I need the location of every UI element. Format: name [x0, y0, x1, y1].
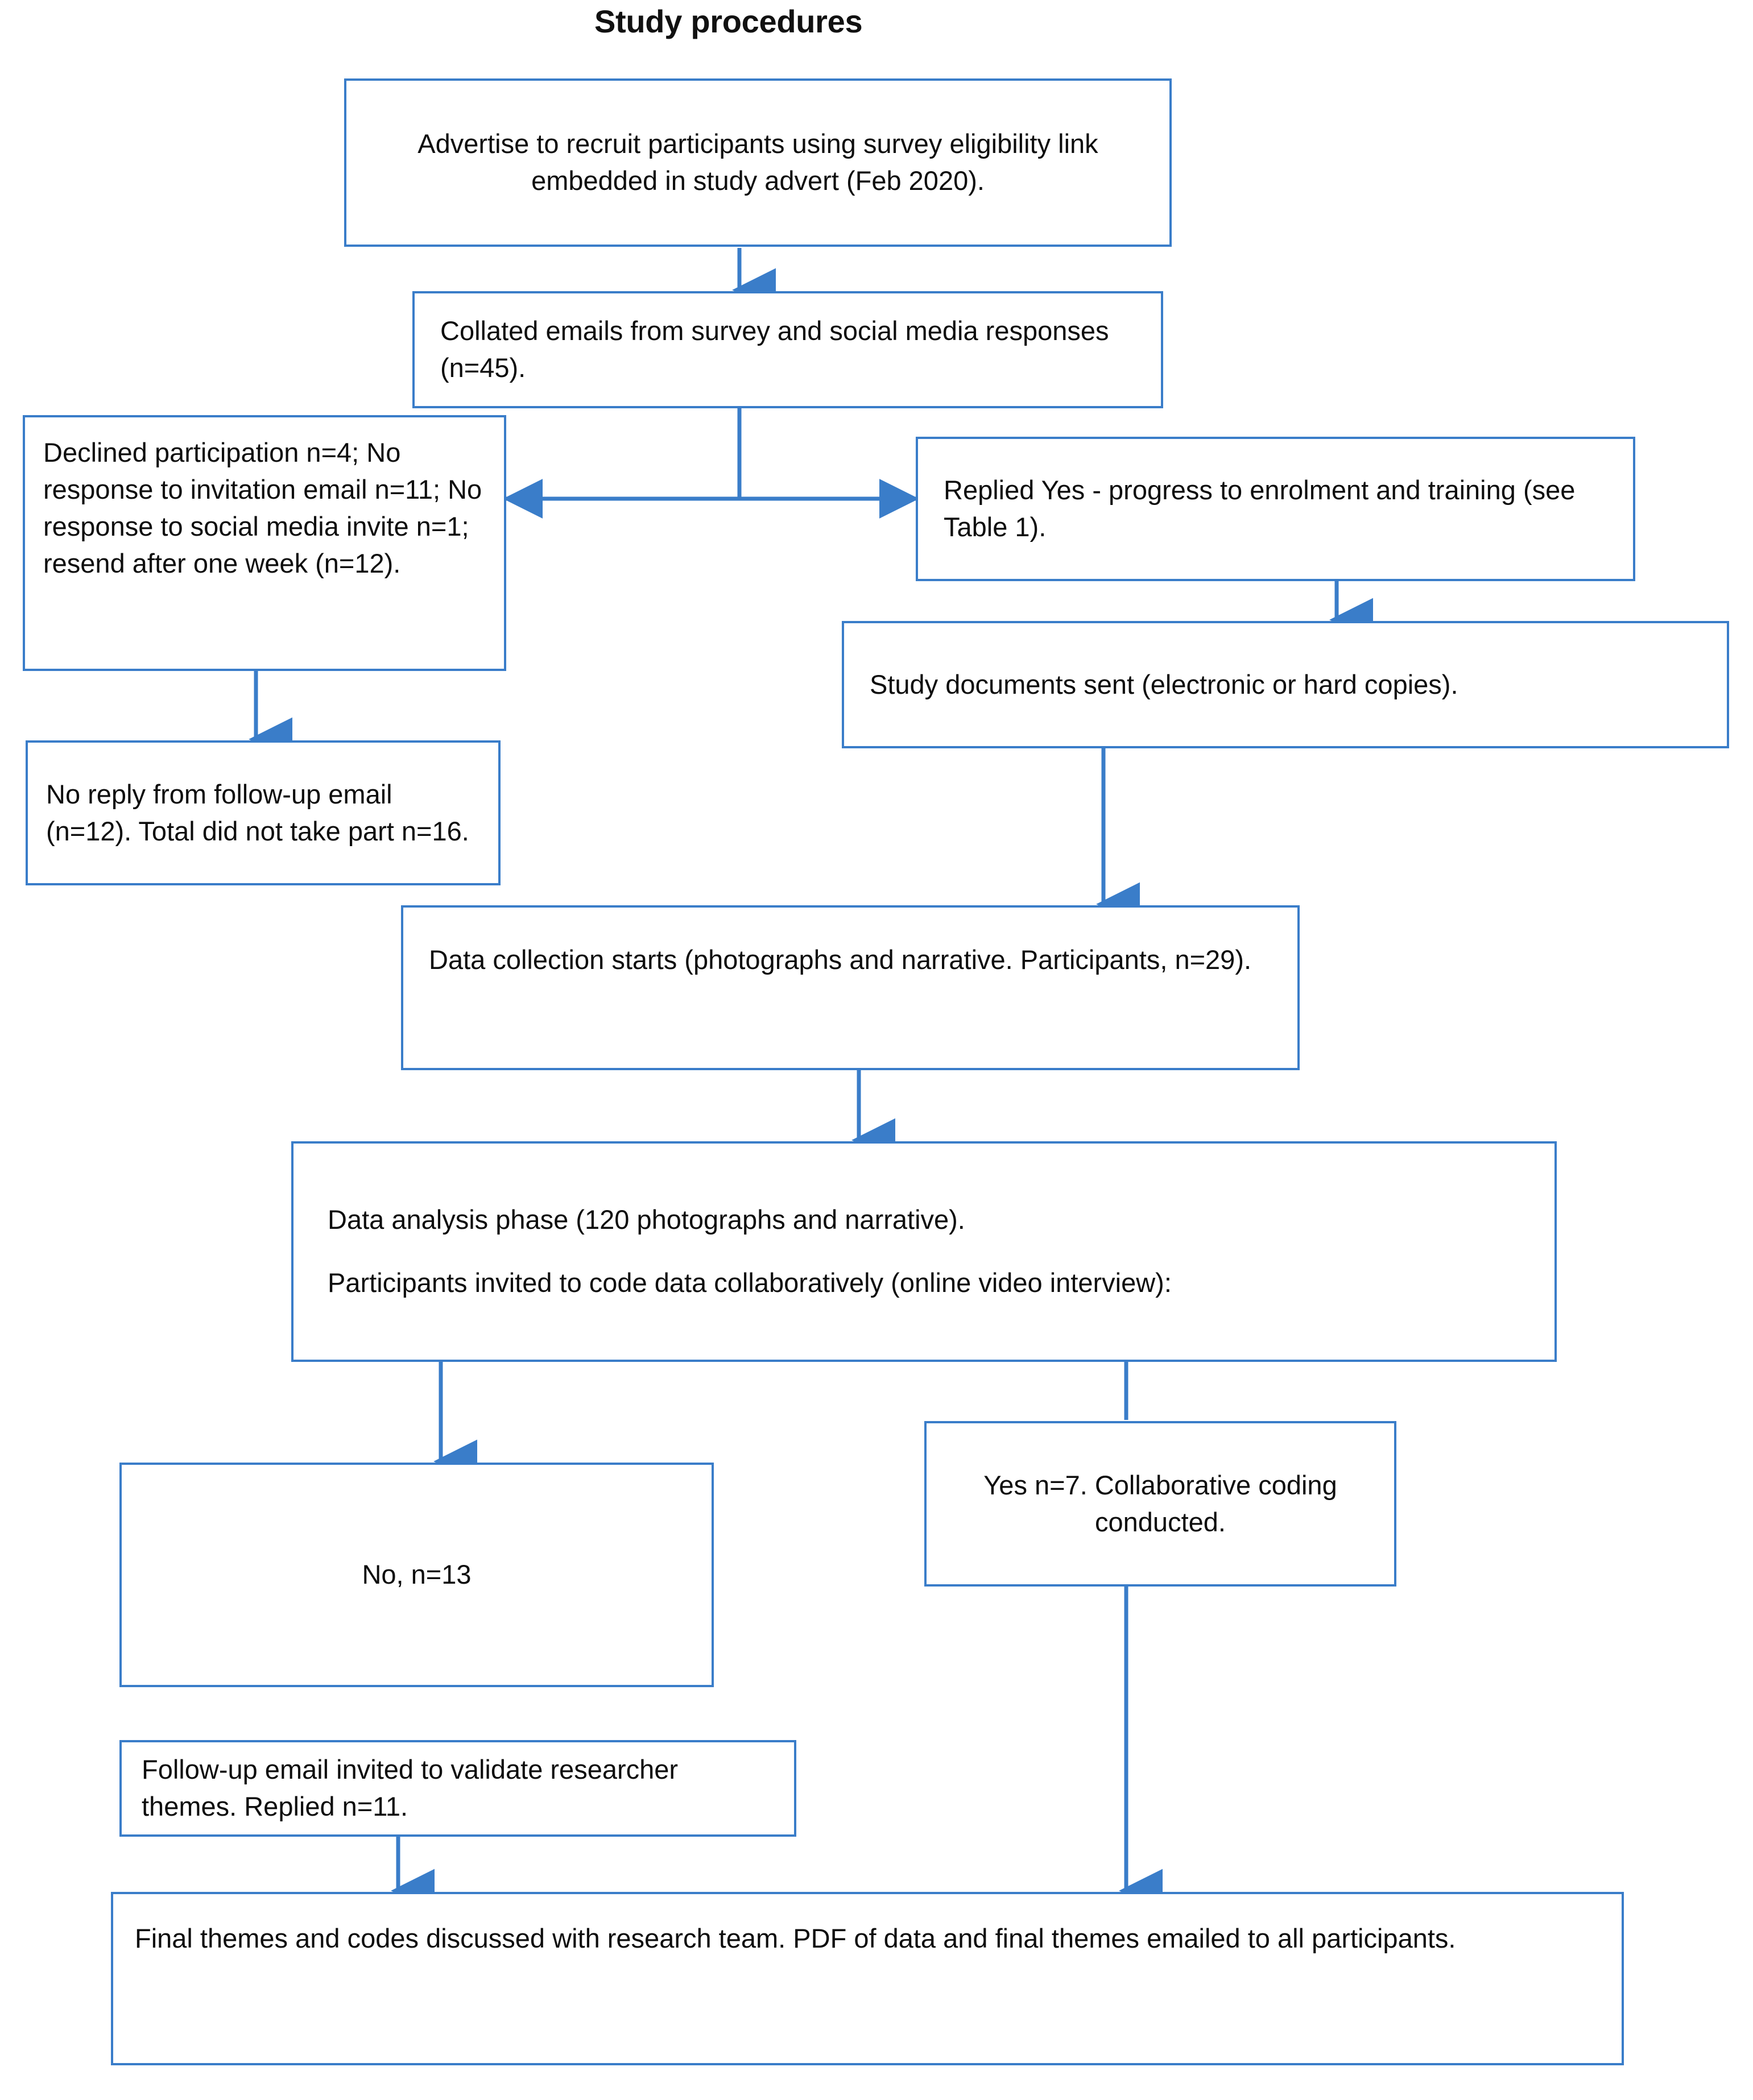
node-declined: Declined participation n=4; No response …	[23, 415, 506, 671]
node-no-branch-text: No, n=13	[362, 1559, 472, 1590]
page-title: Study procedures	[594, 3, 863, 39]
node-yes-branch: Yes n=7. Collaborative coding conducted.	[924, 1421, 1396, 1587]
node-collated-emails-text: Collated emails from survey and social m…	[440, 316, 1109, 383]
node-data-analysis: Data analysis phase (120 photographs and…	[291, 1141, 1557, 1362]
node-no-branch: No, n=13	[119, 1463, 714, 1687]
node-replied-yes: Replied Yes - progress to enrolment and …	[916, 437, 1635, 581]
node-no-reply: No reply from follow-up email (n=12). To…	[26, 740, 501, 885]
node-no-reply-text: No reply from follow-up email (n=12). To…	[46, 778, 469, 846]
node-documents-sent-text: Study documents sent (electronic or hard…	[870, 669, 1458, 699]
node-yes-branch-text: Yes n=7. Collaborative coding conducted.	[983, 1469, 1337, 1537]
node-advertise: Advertise to recruit participants using …	[344, 78, 1172, 247]
node-declined-text: Declined participation n=4; No response …	[43, 437, 482, 578]
node-data-analysis-line1: Data analysis phase (120 photographs and…	[328, 1204, 965, 1235]
node-follow-up: Follow-up email invited to validate rese…	[119, 1740, 796, 1837]
node-data-collection: Data collection starts (photographs and …	[401, 905, 1300, 1070]
node-final: Final themes and codes discussed with re…	[111, 1892, 1624, 2065]
node-documents-sent: Study documents sent (electronic or hard…	[842, 621, 1729, 748]
node-replied-yes-text: Replied Yes - progress to enrolment and …	[944, 475, 1576, 542]
node-data-collection-text: Data collection starts (photographs and …	[429, 945, 1252, 975]
node-data-analysis-line2: Participants invited to code data collab…	[328, 1268, 1172, 1298]
node-collated-emails: Collated emails from survey and social m…	[412, 291, 1163, 408]
node-follow-up-text: Follow-up email invited to validate rese…	[142, 1754, 679, 1821]
node-final-text: Final themes and codes discussed with re…	[135, 1923, 1456, 1953]
node-advertise-text: Advertise to recruit participants using …	[417, 129, 1098, 196]
